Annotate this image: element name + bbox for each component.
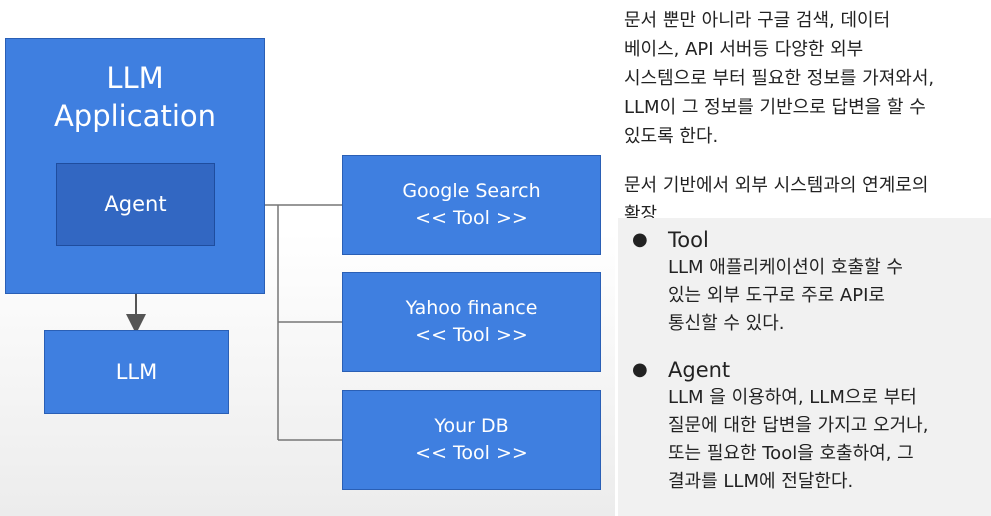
tool-box-yahoo-finance: Yahoo finance << Tool >>: [342, 272, 601, 372]
description-paragraph: 문서 뿐만 아니라 구글 검색, 데이터 베이스, API 서버등 다양한 외부…: [624, 10, 935, 147]
explanation-panel: 문서 뿐만 아니라 구글 검색, 데이터 베이스, API 서버등 다양한 외부…: [618, 0, 991, 516]
llm-application-box: LLM Application: [5, 38, 265, 294]
bullet-icon: ●: [632, 229, 648, 250]
definitions-list: ● Tool LLM 애플리케이션이 호출할 수 있는 외부 도구로 주로 AP…: [618, 218, 991, 516]
llm-label: LLM: [115, 360, 158, 384]
agent-box: Agent: [56, 163, 215, 246]
agent-label: Agent: [104, 192, 167, 216]
tool-name: Google Search: [402, 180, 541, 202]
tool-box-your-db: Your DB << Tool >>: [342, 390, 601, 490]
bullet-icon: ●: [632, 359, 648, 380]
tool-tag: << Tool >>: [415, 442, 528, 464]
definition-agent: ● Agent LLM 을 이용하여, LLM으로 부터 질문에 대한 답변을 …: [628, 356, 991, 496]
description-text: 문서 뿐만 아니라 구글 검색, 데이터 베이스, API 서버등 다양한 외부…: [618, 0, 991, 225]
tool-name: Your DB: [434, 415, 509, 437]
llm-box: LLM: [44, 330, 229, 414]
architecture-diagram: LLM Application Agent LLM Google Search …: [0, 0, 615, 516]
tool-box-google-search: Google Search << Tool >>: [342, 155, 601, 255]
tool-name: Yahoo finance: [405, 297, 538, 319]
llm-application-title: LLM Application: [53, 61, 217, 133]
definition-term: Agent: [668, 358, 731, 382]
tool-tag: << Tool >>: [415, 207, 528, 229]
definition-term: Tool: [668, 228, 709, 252]
definition-tool: ● Tool LLM 애플리케이션이 호출할 수 있는 외부 도구로 주로 AP…: [628, 226, 991, 338]
tool-tag: << Tool >>: [415, 324, 528, 346]
